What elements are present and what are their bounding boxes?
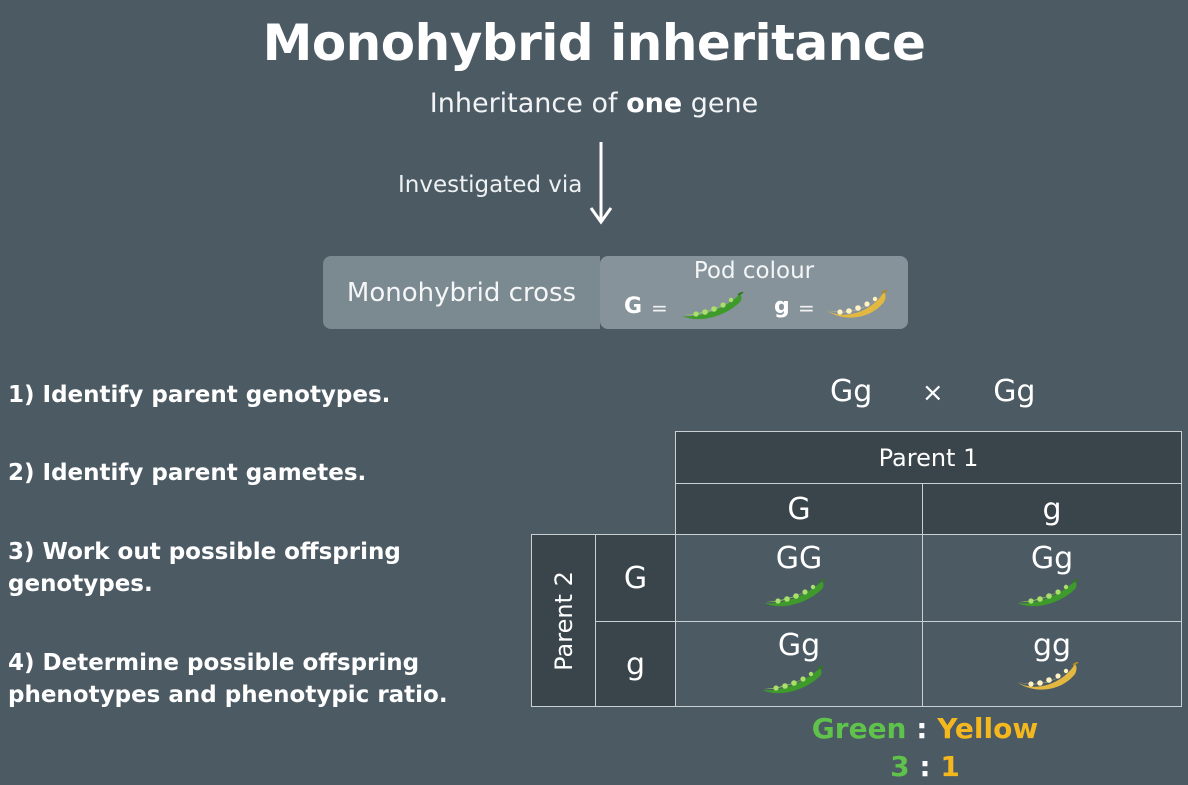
parent1-label: Parent 1 [878, 443, 979, 472]
parent2-header: Parent 2 [531, 534, 596, 707]
yellow-pea-pod-icon [1016, 662, 1079, 691]
offspring-cell: gg [922, 621, 1182, 707]
subtitle-post: gene [682, 88, 759, 119]
offspring-cell: GG [675, 534, 923, 622]
parent1-header: Parent 1 [675, 431, 1182, 484]
phenotype-ratio-labels: Green : Yellow [760, 712, 1090, 745]
green-pea-pod-icon [1016, 579, 1079, 608]
pod-colour-key: Pod colour G = g = [600, 256, 908, 329]
offspring-cell: Gg [675, 621, 923, 707]
offspring-genotype: GG [775, 541, 823, 576]
parent1-gamete-2: g [922, 483, 1182, 535]
page-title: Monohybrid inheritance [262, 14, 926, 72]
arrow-label: Investigated via [398, 172, 583, 198]
ratio-separator: : [919, 750, 931, 783]
ratio-green-value: 3 [890, 750, 910, 783]
parent2-genotype: Gg [993, 374, 1036, 409]
parent2-gamete-2: g [595, 621, 676, 707]
cross-symbol: × [921, 378, 944, 408]
recessive-allele: g [774, 294, 790, 319]
green-pea-pod-icon [763, 579, 826, 608]
parent1-gamete-1: G [675, 483, 923, 535]
offspring-genotype: gg [1032, 628, 1072, 663]
parent1-gamete-1-label: G [787, 491, 811, 527]
parent1-gamete-2-label: g [1042, 491, 1062, 527]
green-pea-pod-icon [681, 292, 744, 321]
offspring-genotype: Gg [1030, 541, 1074, 576]
monohybrid-cross-box: Monohybrid cross [323, 256, 600, 329]
recessive-equals: = [798, 296, 815, 320]
ratio-yellow-value: 1 [940, 750, 960, 783]
dominant-allele: G [624, 294, 643, 319]
phenotype-ratio-values: 3 : 1 [760, 750, 1090, 783]
step-4: 4) Determine possible offspring phenotyp… [8, 650, 448, 708]
offspring-cell: Gg [922, 534, 1182, 622]
dominant-equals: = [651, 296, 668, 320]
ratio-separator: : [916, 712, 928, 745]
green-pea-pod-icon [761, 666, 824, 695]
step-3: 3) Work out possible offspring genotypes… [8, 539, 401, 597]
pod-colour-title: Pod colour [693, 258, 815, 284]
parent2-gamete-1: G [595, 534, 676, 622]
step-1: 1) Identify parent genotypes. [8, 382, 391, 408]
parent2-label: Parent 2 [549, 570, 578, 671]
step-2: 2) Identify parent gametes. [8, 460, 367, 486]
offspring-genotype: Gg [777, 628, 821, 663]
down-arrow-icon [589, 142, 613, 225]
yellow-pea-pod-icon [825, 290, 888, 319]
subtitle: Inheritance of one gene [0, 88, 1188, 119]
parent2-gamete-2-label: g [625, 646, 646, 682]
subtitle-bold: one [626, 88, 683, 119]
subtitle-pre: Inheritance of [429, 88, 627, 119]
ratio-green-label: Green [811, 712, 907, 745]
ratio-yellow-label: Yellow [937, 712, 1039, 745]
parent1-genotype: Gg [830, 374, 873, 409]
parent-cross: Gg × Gg [830, 374, 1035, 409]
parent2-gamete-1-label: G [623, 560, 648, 596]
